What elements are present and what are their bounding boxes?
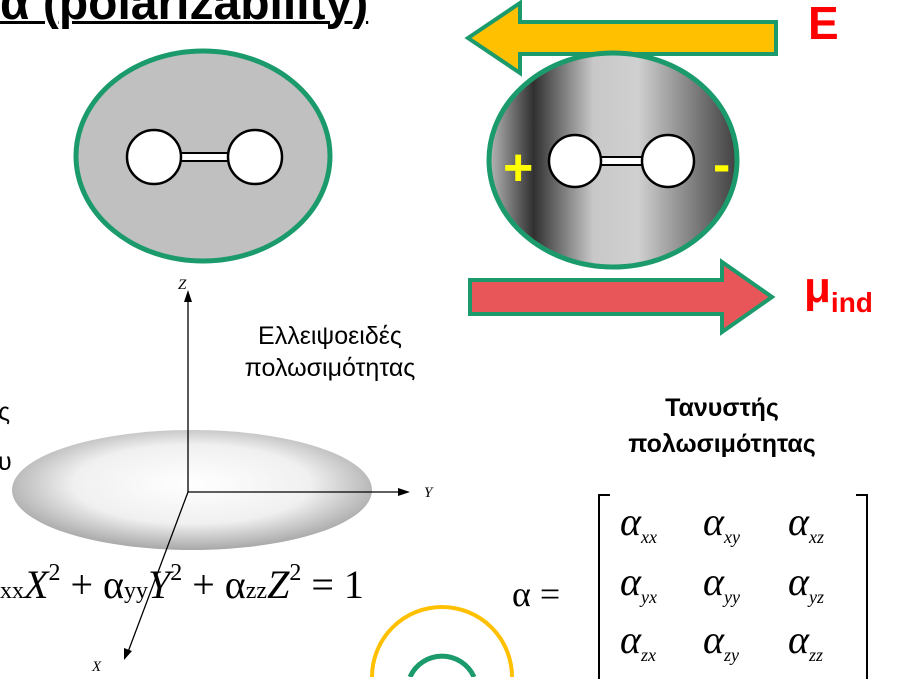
tensor-cell-yy: αyy [703, 559, 740, 607]
z-axis-label: Z [178, 277, 187, 293]
field-label: E [808, 0, 839, 49]
tensor-cell-yx: αyx [620, 559, 657, 607]
y-axis-label: Y [424, 485, 434, 501]
positive-charge: + [503, 139, 533, 197]
polarizability-ellipsoid: Z Y X [12, 277, 434, 675]
cut-text-2: υ [0, 448, 12, 476]
partial-circle-decoration [370, 605, 514, 677]
tensor-cell-xz: αxz [788, 499, 824, 547]
matrix-left-bracket [598, 494, 610, 679]
tensor-cell-xy: αxy [703, 499, 740, 547]
tensor-cell-zy: αzy [703, 617, 739, 665]
x-axis-arrow [124, 648, 132, 660]
y-axis-arrow [398, 488, 410, 496]
induced-dipole-label: μind [804, 263, 873, 319]
field-arrow [464, 0, 778, 77]
tensor-title: Τανυστής πολωσιμότητας [572, 390, 872, 462]
ellipsoid-label-line1: Ελλειψοειδές [258, 322, 402, 350]
tensor-cell-zz: αzz [788, 617, 824, 665]
matrix-right-bracket [856, 494, 868, 679]
polarizability-tensor-matrix: αxx αxy αxz αyx αyy αyz αzx αzy αzz [598, 494, 868, 680]
induced-dipole-arrow [468, 258, 776, 336]
mu-subscript: ind [830, 287, 873, 318]
cut-text-1: ς [0, 398, 10, 426]
tensor-lhs: α = [512, 574, 561, 614]
page-title: α (polarizability) [0, 0, 369, 30]
ellipsoid-equation: xxX2 + αyyY2 + αzzZ2 = 1 [0, 560, 364, 607]
tensor-cell-zx: αzx [620, 617, 656, 665]
tensor-cell-yz: αyz [788, 559, 824, 607]
polarized-molecule: + - [486, 50, 740, 270]
z-axis-arrow [184, 290, 192, 302]
negative-charge: - [713, 136, 730, 194]
tensor-title-line1: Τανυστής [665, 394, 779, 422]
mu-symbol: μ [804, 263, 831, 312]
ellipsoid-label: Ελλειψοειδές πολωσιμότητας [180, 320, 480, 384]
x-axis-label: X [91, 659, 102, 675]
ellipsoid-label-line2: πολωσιμότητας [244, 354, 416, 382]
unpolarized-molecule [73, 48, 333, 264]
tensor-cell-xx: αxx [620, 499, 657, 547]
tensor-title-line2: πολωσιμότητας [628, 430, 816, 458]
